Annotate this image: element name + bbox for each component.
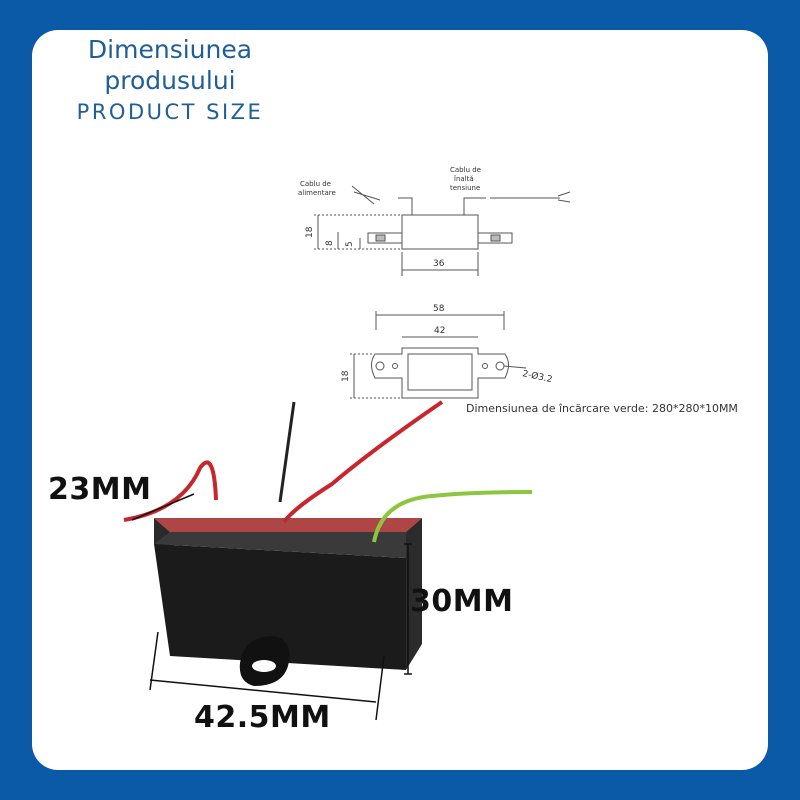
mount-hole-left (375, 361, 385, 371)
product-photo (123, 400, 533, 721)
dim-5: 5 (345, 241, 355, 247)
power-wire-left (398, 197, 413, 215)
width-dim-line (149, 679, 377, 703)
box-top (154, 518, 422, 532)
title-line-2: produsului (104, 66, 236, 95)
mount-hole-right (495, 361, 505, 371)
side-view-body (401, 214, 479, 250)
page-subtitle: PRODUCT SIZE (76, 100, 264, 124)
side-flange-left (367, 232, 403, 244)
height-label: 30MM (410, 584, 514, 619)
box-front (154, 544, 406, 670)
hv-cable-label-2: înaltă (453, 175, 474, 183)
depth-label: 23MM (48, 472, 152, 507)
depth-dim-line (131, 493, 195, 521)
technical-drawing: Cablu de alimentare Cablu de înaltă tens… (298, 166, 571, 399)
box-side (406, 518, 422, 670)
hv-cable-label-3: tensiune (450, 184, 480, 192)
top-view-outline (371, 347, 509, 399)
dim-18-top: 18 (341, 370, 351, 382)
dim-18-side: 18 (305, 226, 315, 238)
power-wire-strands (351, 185, 381, 205)
dim-8: 8 (325, 240, 335, 246)
top-view-body (407, 353, 473, 391)
dim-42: 42 (434, 326, 445, 336)
hv-wire-right (463, 197, 486, 215)
dim-holes: 2-Ø3.2 (521, 368, 553, 385)
dimension-note: Dimensiunea de încărcare verde: 280*280*… (466, 402, 738, 415)
page-title: Dimensiunea produsului (32, 34, 308, 96)
power-cable-label-2: alimentare (298, 189, 336, 197)
title-line-1: Dimensiunea (87, 35, 253, 64)
power-cable-label-1: Cablu de (300, 180, 331, 188)
width-label: 42.5MM (194, 700, 331, 735)
side-flange-right (477, 232, 513, 244)
product-card: Dimensiunea produsului PRODUCT SIZE (32, 30, 768, 770)
dim-36: 36 (433, 259, 445, 269)
dim-58: 58 (433, 304, 445, 314)
hv-cable-label-1: Cablu de (450, 166, 481, 174)
